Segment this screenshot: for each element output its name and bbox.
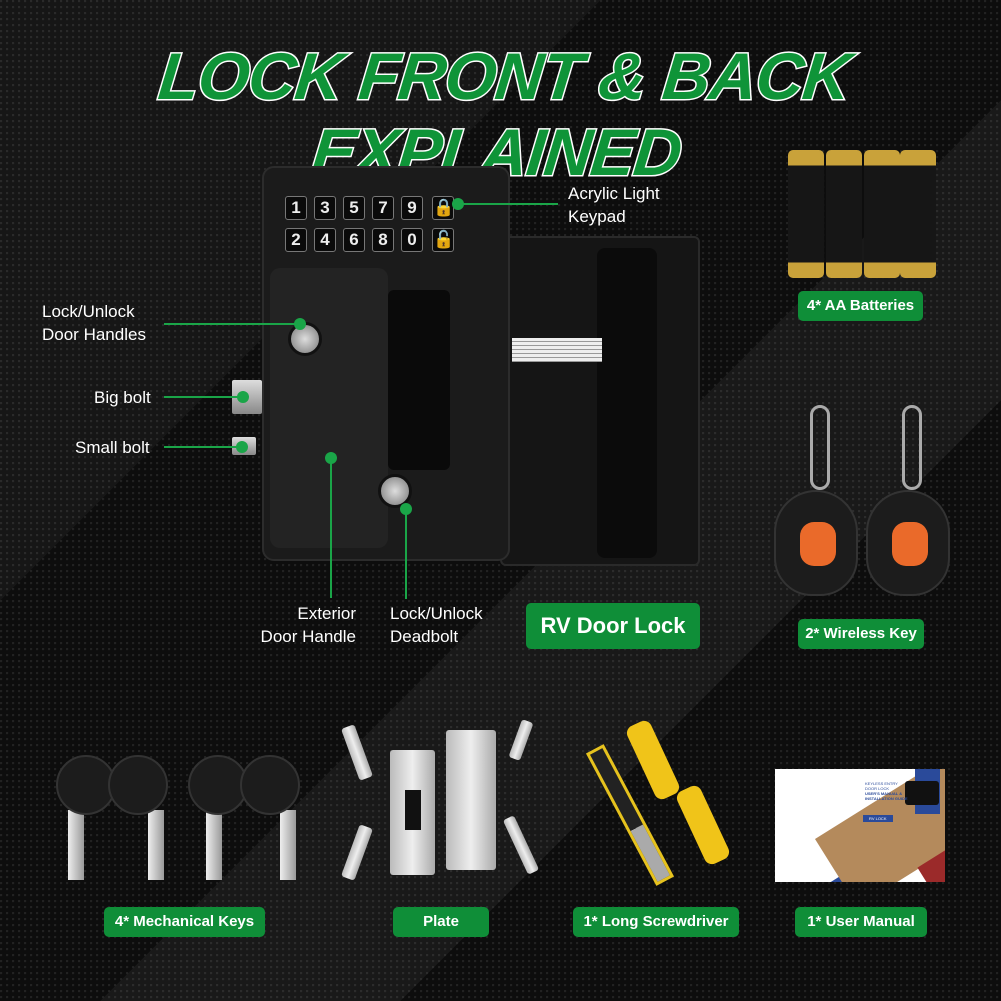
wireless-key-label: 2* Wireless Key: [798, 619, 924, 649]
screwdriver-label: 1* Long Screwdriver: [573, 907, 739, 937]
keypad-key[interactable]: 5: [343, 196, 365, 220]
keypad-key[interactable]: 7: [372, 196, 394, 220]
label-line: Exterior: [297, 604, 356, 623]
unlock-icon[interactable]: 🔓: [432, 228, 454, 252]
callout-line: [405, 509, 407, 599]
label-line: Deadbolt: [390, 627, 459, 646]
plate-label: Plate: [393, 907, 489, 937]
mechanical-key-image: [240, 755, 300, 815]
key-blade: [68, 810, 84, 880]
battery-image: [788, 150, 824, 278]
label-line: Door Handles: [42, 325, 146, 344]
callout-line: [330, 458, 332, 598]
battery-image: [900, 150, 936, 278]
keyring-image: [902, 405, 922, 490]
deadbolt-cylinder: [378, 474, 412, 508]
callout-line: [458, 203, 558, 205]
key-blade: [280, 810, 296, 880]
keypad-key[interactable]: 8: [372, 228, 394, 252]
mechanical-key-image: [188, 755, 248, 815]
label-line: Lock/Unlock: [390, 604, 483, 623]
wireless-key-image: [866, 490, 950, 596]
keypad-key[interactable]: 0: [401, 228, 423, 252]
user-manual-image: KEYLESS ENTRY DOOR LOCK USER'S MANUAL & …: [775, 769, 945, 882]
callout-line: [164, 323, 300, 325]
lock-back-unit: [500, 236, 700, 566]
battery-image: [864, 150, 900, 278]
label-line: Lock/Unlock: [42, 302, 135, 321]
wireless-key-image: [774, 490, 858, 596]
callout-dot: [236, 441, 248, 453]
callout-line: [164, 446, 242, 448]
mechanical-key-image: [108, 755, 168, 815]
callout-dot: [294, 318, 306, 330]
product-label: RV Door Lock: [526, 603, 700, 649]
keyring-image: [810, 405, 830, 490]
handle-recess: [388, 290, 450, 470]
key-blade: [148, 810, 164, 880]
label-line: Keypad: [568, 207, 626, 226]
keypad-key[interactable]: 3: [314, 196, 336, 220]
callout-dot: [237, 391, 249, 403]
keypad-key[interactable]: 2: [285, 228, 307, 252]
lock-icon[interactable]: 🔒: [432, 196, 454, 220]
batteries-label: 4* AA Batteries: [798, 291, 923, 321]
keypad-key[interactable]: 1: [285, 196, 307, 220]
keypad-key[interactable]: 6: [343, 228, 365, 252]
mechanical-key-image: [56, 755, 116, 815]
callout-line: [164, 396, 242, 398]
manual-text: INSTALLATION GUIDE: [865, 796, 908, 801]
manual-text: DOOR LOCK: [865, 786, 890, 791]
manual-tag: RV LOCK: [863, 815, 893, 822]
label-big-bolt: Big bolt: [94, 388, 151, 407]
keypad-key[interactable]: 9: [401, 196, 423, 220]
strike-plate-image: [390, 750, 435, 875]
mechanical-keys-label: 4* Mechanical Keys: [104, 907, 265, 937]
user-manual-label: 1* User Manual: [795, 907, 927, 937]
key-blade: [206, 810, 222, 880]
strike-box-image: [446, 730, 496, 870]
battery-image: [826, 150, 862, 278]
keypad-key[interactable]: 4: [314, 228, 336, 252]
label-line: Acrylic Light: [568, 184, 660, 203]
label-small-bolt: Small bolt: [75, 438, 150, 457]
label-line: Door Handle: [260, 627, 356, 646]
exterior-door-handle: [270, 268, 388, 548]
manual-text: KEYLESS ENTRY: [865, 781, 898, 786]
manual-text: USER'S MANUAL &: [865, 791, 903, 796]
